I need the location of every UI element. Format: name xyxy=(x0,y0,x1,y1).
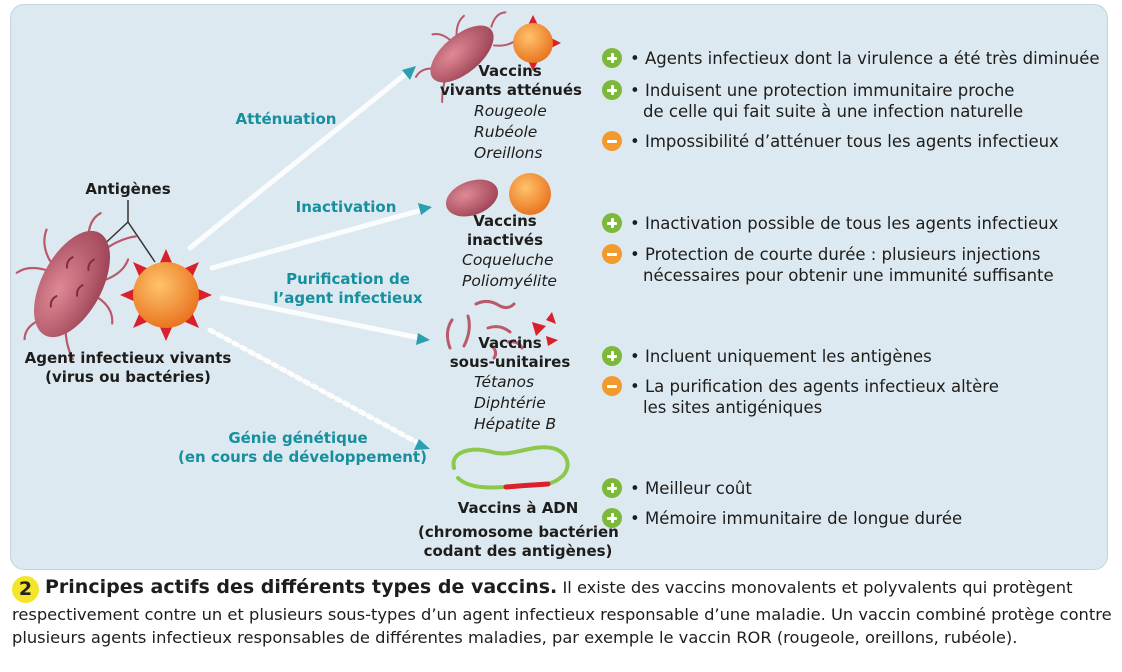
figure-caption: 2 Principes actifs des différents types d… xyxy=(12,576,1112,649)
caption-title: Principes actifs des différents types de… xyxy=(45,576,558,598)
examples-inactivated: Coqueluche Poliomyélite xyxy=(462,250,557,292)
point-attenuated-2: • Induisent une protection immunitaire p… xyxy=(602,80,1023,122)
arrow-genetic-engineering xyxy=(207,327,430,450)
examples-attenuated: Rougeole Rubéole Oreillons xyxy=(474,101,547,164)
caption-text: Il existe des vaccins monovalents et pol… xyxy=(12,578,1112,647)
vaccine-inactivated: Vaccins inactivés xyxy=(466,212,544,249)
example: Rubéole xyxy=(474,123,538,141)
minus-icon xyxy=(602,376,622,396)
example: Coqueluche xyxy=(462,251,554,269)
point-subunit-1: • Incluent uniquement les antigènes xyxy=(602,346,932,367)
example: Poliomyélite xyxy=(462,272,557,290)
point-attenuated-3: • Impossibilité d’atténuer tous les agen… xyxy=(602,131,1059,152)
vaccine-attenuated: Vaccins vivants atténués xyxy=(440,62,582,99)
point-inactivated-2: • Protection de courte durée : plusieurs… xyxy=(602,244,1054,286)
minus-icon xyxy=(602,244,622,264)
label-genetic-engineering: Génie génétique (en cours de développeme… xyxy=(178,429,427,466)
plus-icon xyxy=(602,508,622,528)
virus-icon xyxy=(120,249,212,341)
diagram-graphics xyxy=(15,11,570,490)
antigen-label: Antigènes xyxy=(85,180,171,198)
examples-subunit: Tétanos Diphtérie Hépatite B xyxy=(474,372,556,435)
inactivated-bacterium-icon xyxy=(445,179,499,217)
attenuated-virus-icon xyxy=(513,15,561,71)
subunit-antigens-icon xyxy=(532,312,558,346)
example: Tétanos xyxy=(474,373,535,391)
inactivated-virus-icon xyxy=(509,173,551,215)
vaccine-dna: Vaccins à ADN (chromosome bactérien coda… xyxy=(418,499,619,560)
minus-icon xyxy=(602,131,622,151)
plus-icon xyxy=(602,48,622,68)
example: Hépatite B xyxy=(474,415,557,433)
point-attenuated-1: • Agents infectieux dont la virulence a … xyxy=(602,48,1100,69)
plus-icon xyxy=(602,213,622,233)
subunit-fragments-icon xyxy=(445,299,524,360)
point-dna-2: • Mémoire immunitaire de longue durée xyxy=(602,508,962,529)
vaccine-subunit: Vaccins sous-unitaires xyxy=(449,334,571,371)
arrow-inactivation xyxy=(209,203,432,271)
arrow-attenuation xyxy=(187,66,416,251)
point-dna-1: • Meilleur coût xyxy=(602,478,752,499)
label-purification: Purification de l’agent infectieux xyxy=(273,270,423,307)
figure-number-badge: 2 xyxy=(12,576,39,603)
arrow-purification xyxy=(219,295,430,345)
bacterium-icon xyxy=(15,212,137,361)
point-subunit-2: • La purification des agents infectieux … xyxy=(602,376,999,418)
plus-icon xyxy=(602,478,622,498)
label-attenuation: Atténuation xyxy=(235,110,337,128)
plus-icon xyxy=(602,80,622,100)
dna-plasmid-icon xyxy=(451,445,570,490)
source-caption: Agent infectieux vivants (virus ou bacté… xyxy=(24,349,232,386)
plus-icon xyxy=(602,346,622,366)
attenuated-bacterium-icon xyxy=(414,11,517,103)
example: Oreillons xyxy=(474,144,543,162)
point-inactivated-1: • Inactivation possible de tous les agen… xyxy=(602,213,1058,234)
label-inactivation: Inactivation xyxy=(295,198,397,216)
example: Diphtérie xyxy=(474,394,546,412)
example: Rougeole xyxy=(474,102,547,120)
